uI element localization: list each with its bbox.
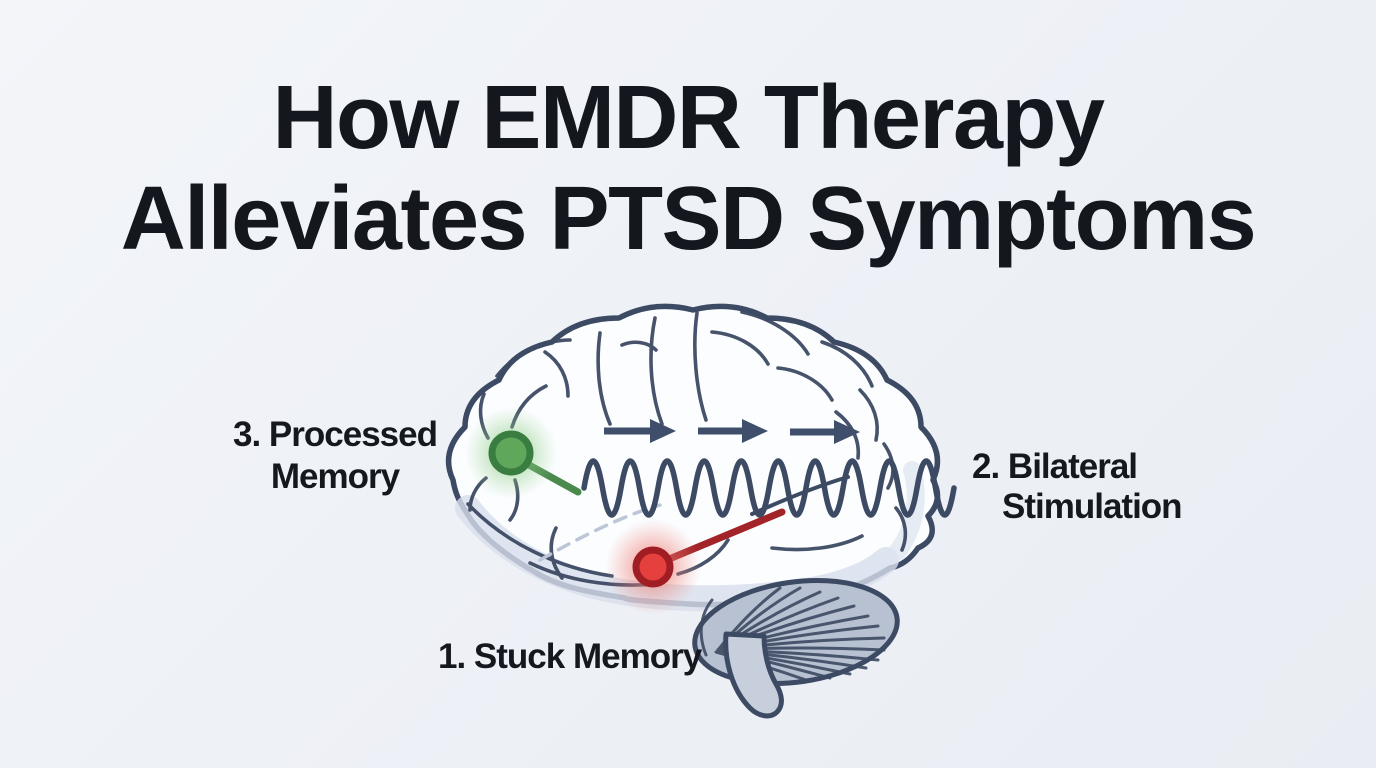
sine-wave-icon [581, 458, 957, 518]
page-title-line-1: How EMDR Therapy [272, 68, 1105, 168]
brain-shading-right [888, 461, 925, 561]
processed-memory-marker [465, 407, 582, 499]
brain-icon [445, 303, 941, 719]
processed-memory-label-line-2: Memory [270, 457, 400, 496]
processed-memory-label: 3. Processed Memory [205, 414, 465, 498]
brain-fold-lines [466, 310, 908, 587]
stuck-memory-label: 1. Stuck Memory [438, 637, 702, 676]
right-arrow-icon [790, 420, 860, 444]
bilateral-stimulation-label-line-2: Stimulation [1002, 487, 1183, 526]
brainstem [723, 631, 784, 719]
green-dot-icon [488, 430, 534, 476]
bilateral-stimulation-label-line-1: 2. Bilateral [972, 447, 1138, 486]
dashed-path-line [538, 503, 662, 562]
red-dot-icon [632, 546, 674, 588]
right-arrow-icon [698, 419, 768, 443]
page-title-line-2: Alleviates PTSD Symptoms [120, 169, 1257, 269]
bilateral-stimulation-label: 2. Bilateral Stimulation [972, 447, 1183, 527]
stuck-memory-marker [605, 508, 786, 615]
processed-memory-label-line-1: 3. Processed [233, 415, 438, 454]
right-arrow-icon [604, 419, 676, 443]
direction-arrows [604, 419, 860, 444]
page-title: How EMDR Therapy Alleviates PTSD Symptom… [0, 68, 1376, 270]
